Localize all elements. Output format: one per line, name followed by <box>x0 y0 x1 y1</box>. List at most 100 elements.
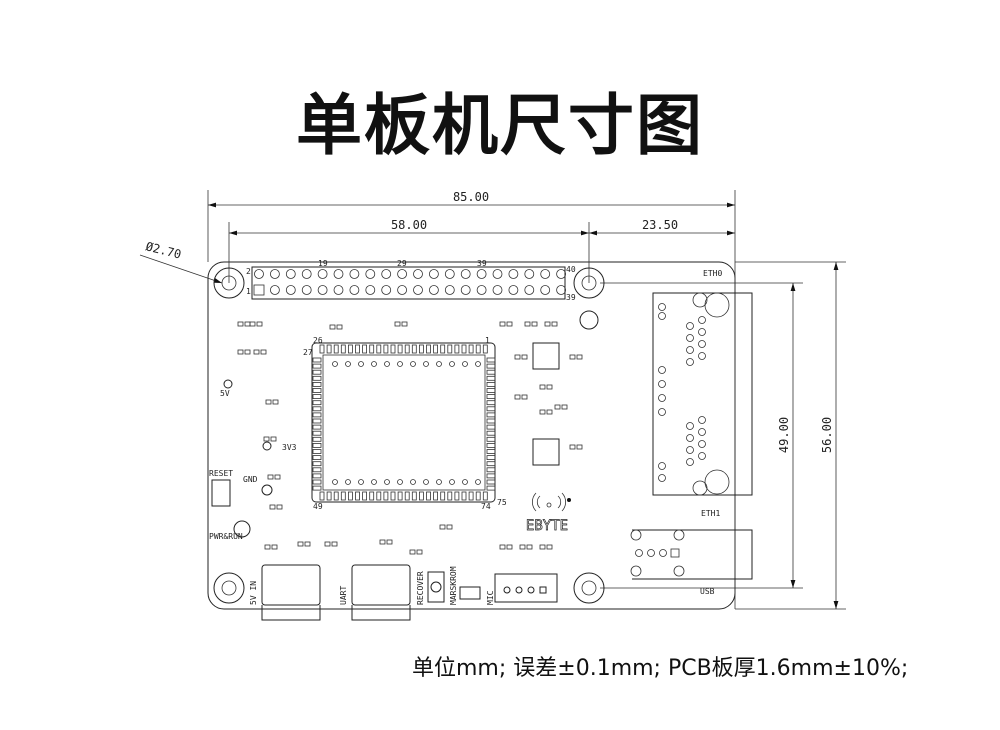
smd-component <box>297 541 304 547</box>
eth-pin <box>698 428 706 436</box>
dimension-overall-height: 56.00 <box>735 261 846 610</box>
header-pin <box>397 285 408 295</box>
chip-pad <box>369 491 375 501</box>
mounting-hole <box>573 572 605 604</box>
chip-pad <box>326 491 332 501</box>
chip-pad <box>433 344 439 354</box>
eth-led-pin <box>658 312 666 320</box>
smd-component <box>551 321 558 327</box>
header-pin <box>397 269 408 279</box>
ethernet-connector: ETH0 ETH1 <box>652 269 753 518</box>
chip-pad <box>312 449 322 454</box>
chip-pad <box>468 491 474 501</box>
eth-pin <box>686 358 694 366</box>
header-pin <box>540 269 551 279</box>
chip-pad <box>312 436 322 442</box>
eth-led-pin <box>658 394 666 402</box>
smd-component <box>386 539 393 545</box>
smd-component <box>439 524 446 530</box>
chip-pad <box>333 344 339 354</box>
chip-via <box>475 361 481 367</box>
chip-pad <box>312 455 322 461</box>
soc-module: 26 1 27 49 74 75 <box>303 336 507 511</box>
dim-23-5: 23.50 <box>642 218 678 232</box>
label-usb: USB <box>700 587 715 596</box>
header-pin <box>269 285 280 295</box>
chip-pad <box>486 485 496 491</box>
recover-button-cap <box>430 581 442 593</box>
smd-component <box>274 474 281 480</box>
eth-mount <box>704 292 730 318</box>
chip-pad <box>486 467 496 473</box>
smd-component <box>401 321 408 327</box>
eth-pin <box>686 346 694 354</box>
eth-pin <box>686 458 694 466</box>
chip-pad <box>486 394 496 400</box>
chip-pad <box>312 412 322 418</box>
chip-label-75: 75 <box>497 498 507 507</box>
chip-label-27: 27 <box>303 348 313 357</box>
dim-58: 58.00 <box>391 218 427 232</box>
chip-pad <box>486 406 496 412</box>
smd-component <box>546 544 553 550</box>
header-pin <box>349 285 360 295</box>
chip-via <box>358 361 364 367</box>
header-pin <box>365 285 376 295</box>
header-pin <box>524 269 535 279</box>
dim-85: 85.00 <box>453 190 489 204</box>
smd-component <box>544 321 551 327</box>
pcb-outline <box>207 261 736 610</box>
label-mic: MIC <box>486 590 495 605</box>
chip-pad <box>486 375 496 381</box>
chip-pad <box>404 491 410 501</box>
chip-pad <box>411 491 417 501</box>
smd-component <box>336 324 343 330</box>
chip-pad <box>312 479 322 485</box>
eth-pin <box>698 340 706 348</box>
chip-via <box>332 479 338 485</box>
chip-pad <box>333 491 339 501</box>
smd-component <box>569 444 576 450</box>
smd-component <box>526 544 533 550</box>
smd-component <box>324 541 331 547</box>
chip-pad <box>486 400 496 406</box>
chip-pad <box>447 491 453 501</box>
chip-pad <box>347 344 353 354</box>
mounting-hole-drill <box>581 580 597 596</box>
page-title: 单板机尺寸图 <box>296 87 704 164</box>
eth-pin <box>698 416 706 424</box>
mounting-hole <box>573 267 605 299</box>
dim-56: 56.00 <box>820 417 834 453</box>
chip-pad <box>376 491 382 501</box>
smd-component <box>256 321 263 327</box>
smd-component <box>539 384 546 390</box>
header-pin <box>508 285 519 295</box>
usb-pin <box>647 549 655 557</box>
header-pin <box>285 269 296 279</box>
smd-component <box>253 349 260 355</box>
smd-component <box>539 409 546 415</box>
chip-pad <box>312 388 322 393</box>
label-5v-in: 5V IN <box>249 581 258 605</box>
chip-pad <box>312 418 322 424</box>
eth-led-pin <box>658 474 666 482</box>
smd-component <box>506 321 513 327</box>
chip-pad <box>312 363 322 369</box>
header-pin <box>492 269 503 279</box>
smd-component <box>576 444 583 450</box>
header-pin <box>301 269 312 279</box>
chip-label-49: 49 <box>313 502 323 511</box>
chip-pad <box>433 491 439 501</box>
chip-pad <box>383 344 389 354</box>
chip-pad <box>447 344 453 354</box>
micro-usb-5v-in <box>261 564 321 621</box>
chip-pad <box>312 375 322 381</box>
chip-pad <box>486 424 496 430</box>
chip-via <box>358 479 364 485</box>
recover-button <box>427 571 445 603</box>
eth-mount <box>692 292 708 308</box>
chip-pad <box>312 369 322 375</box>
label-eth1: ETH1 <box>701 509 720 518</box>
maskrom-jumper <box>459 586 481 600</box>
chip-pad <box>312 473 322 479</box>
